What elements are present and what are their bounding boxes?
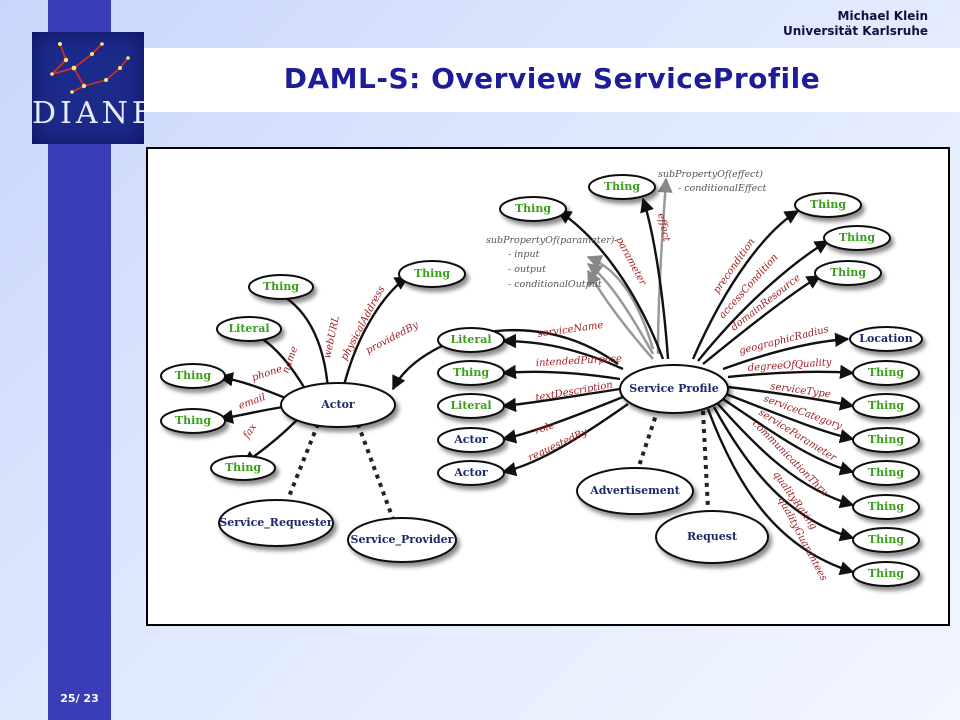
node-thing-param: Thing — [515, 202, 551, 215]
logo-text: DIANE — [32, 96, 144, 131]
node-service-provider: Service_Provider — [351, 533, 454, 547]
label-effect: effect — [655, 212, 672, 243]
node-thing-guarantees: Thing — [868, 567, 904, 580]
label-serviceName: serviceName — [537, 320, 604, 340]
node-thing-precond: Thing — [810, 198, 846, 211]
provider-link — [356, 423, 395, 520]
note-param-title: subPropertyOf(parameter) — [486, 235, 615, 246]
node-thing-comm: Thing — [868, 500, 904, 513]
header-band — [144, 48, 960, 112]
page-title: DAML-S: Overview ServiceProfile — [283, 62, 821, 95]
node-actor-literal: Literal — [228, 322, 269, 335]
page-number: 25/ 23 — [60, 692, 99, 705]
node-thing-type: Thing — [868, 399, 904, 412]
node-request-shape — [655, 510, 769, 564]
node-service-requester-shape — [218, 499, 334, 547]
node-actor-thing-email: Thing — [175, 414, 211, 427]
sp-up-edges — [556, 197, 830, 365]
note-effect-item: - conditionalEffect — [678, 183, 767, 194]
node-sp-literal1: Literal — [450, 333, 491, 346]
subclass-links — [286, 408, 710, 520]
node-sp-actor2: Actor — [453, 466, 488, 479]
effect-subproperty-fan — [586, 177, 673, 360]
node-sp-thing: Thing — [453, 366, 489, 379]
node-thing-quality: Thing — [868, 366, 904, 379]
label-role: role — [534, 420, 556, 437]
node-sp-actor1: Actor — [453, 433, 488, 446]
author-name: Michael Klein — [837, 9, 928, 23]
node-actor-thing-addr: Thing — [414, 267, 450, 280]
edge-email — [218, 405, 284, 424]
node-service-profile-shape — [619, 364, 729, 414]
note-param-output: - output — [508, 264, 546, 275]
edge-physicalAddress — [341, 275, 410, 390]
node-actor-shape — [280, 382, 396, 428]
author-institution: Universität Karlsruhe — [783, 24, 928, 38]
node-actor-thing-phone: Thing — [175, 369, 211, 382]
advertisement-link — [636, 408, 660, 470]
label-geographicRadius: geographicRadius — [738, 324, 830, 357]
serviceprofile-diagram: webURL physicalAddress name phone email … — [160, 169, 923, 587]
subproperty-notes: subPropertyOf(effect) - conditionalEffec… — [486, 169, 767, 290]
note-param-input: - input — [508, 249, 540, 260]
node-labels: Actor Service Profile Service_Requester … — [175, 180, 913, 580]
node-location: Location — [859, 332, 913, 345]
note-param-conditional: - conditionalOutput — [508, 279, 602, 290]
node-sp-literal2: Literal — [450, 399, 491, 412]
node-request: Request — [687, 530, 738, 543]
label-providedBy: providedBy — [364, 320, 420, 357]
sp-left-edges — [501, 333, 629, 477]
requester-link — [286, 423, 320, 500]
edge-phone — [218, 372, 289, 401]
author-block: Michael Klein Universität Karlsruhe — [783, 9, 928, 39]
node-actor-thing-fax: Thing — [225, 461, 261, 474]
diagram-frame: webURL physicalAddress name phone email … — [146, 147, 950, 626]
label-webURL: webURL — [322, 314, 342, 359]
constellation-icon — [49, 42, 130, 94]
label-textDescription: textDescription — [535, 380, 614, 404]
node-service-provider-shape — [347, 517, 457, 563]
node-actor: Actor — [320, 398, 355, 411]
node-thing-category: Thing — [868, 433, 904, 446]
node-service-requester: Service_Requester — [219, 516, 333, 530]
label-email: email — [237, 392, 267, 412]
label-phone: phone — [251, 364, 284, 384]
label-intendedPurpose: intendedPurpose — [536, 353, 623, 368]
node-advertisement-shape — [576, 467, 694, 515]
node-thing-rating: Thing — [868, 533, 904, 546]
node-thing-domain: Thing — [830, 266, 866, 279]
label-fax: fax — [241, 422, 260, 442]
diane-logo: DIANE — [32, 32, 144, 144]
node-advertisement: Advertisement — [589, 484, 680, 497]
node-service-profile: Service Profile — [629, 382, 718, 395]
diagram-nodes — [160, 174, 923, 587]
node-thing-effect: Thing — [604, 180, 640, 193]
node-thing-access: Thing — [839, 231, 875, 244]
note-effect-title: subPropertyOf(effect) — [658, 169, 763, 180]
node-thing-sparam: Thing — [868, 466, 904, 479]
sp-right-edges — [706, 332, 855, 576]
node-actor-thing-top: Thing — [263, 280, 299, 293]
request-link — [701, 410, 710, 510]
